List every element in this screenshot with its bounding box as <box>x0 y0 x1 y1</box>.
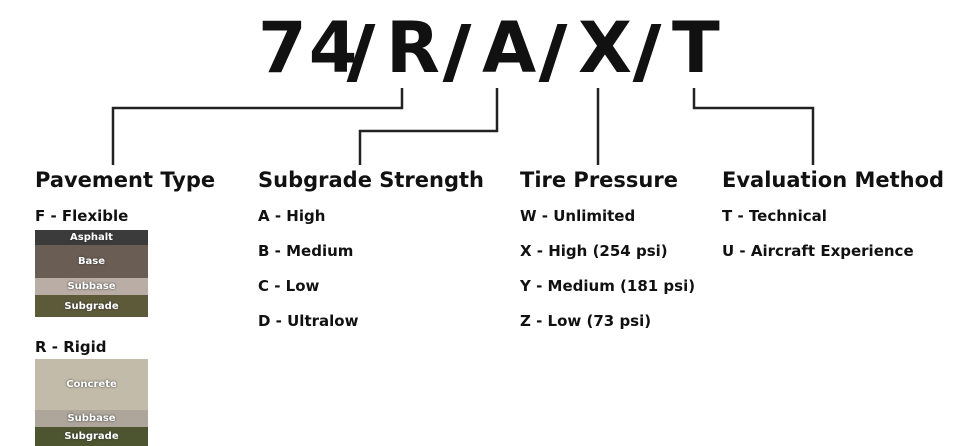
tire-pressure-heading: Tire Pressure <box>520 168 678 192</box>
subgrade-item: A - High <box>258 207 326 225</box>
pavement-type-heading: Pavement Type <box>35 168 216 192</box>
connector-evaluation <box>692 88 815 165</box>
evaluation-method-heading: Evaluation Method <box>722 168 945 192</box>
subgrade-item: D - Ultralow <box>258 312 359 330</box>
code-pavement-type: R <box>386 7 442 89</box>
evaluation-item: T - Technical <box>722 207 827 225</box>
code-tire-pressure: X <box>578 7 634 89</box>
code-number: 74 <box>258 7 360 89</box>
tire-pressure-item: X - High (254 psi) <box>520 242 668 260</box>
rigid-subgrade-layer: Subgrade <box>35 427 148 446</box>
subgrade-item: C - Low <box>258 277 320 295</box>
tire-pressure-item: W - Unlimited <box>520 207 636 225</box>
subgrade-strength-heading: Subgrade Strength <box>258 168 484 192</box>
connector-pavement <box>111 88 404 165</box>
tire-pressure-item: Z - Low (73 psi) <box>520 312 652 330</box>
rigid-subbase-layer: Subbase <box>35 410 148 427</box>
subgrade-layer: Subgrade <box>35 295 148 317</box>
subbase-layer: Subbase <box>35 278 148 295</box>
rigid-label: R - Rigid <box>35 338 107 356</box>
subgrade-item: B - Medium <box>258 242 354 260</box>
code-evaluation-method: T <box>672 7 722 89</box>
pcn-code: 74 R A X T <box>0 8 957 88</box>
connector-subgrade <box>358 88 499 165</box>
base-layer: Base <box>35 245 148 278</box>
evaluation-item: U - Aircraft Experience <box>722 242 914 260</box>
concrete-layer: Concrete <box>35 359 148 410</box>
flexible-label: F - Flexible <box>35 207 129 225</box>
asphalt-layer: Asphalt <box>35 230 148 245</box>
tire-pressure-item: Y - Medium (181 psi) <box>520 277 696 295</box>
code-subgrade-strength: A <box>482 7 539 89</box>
